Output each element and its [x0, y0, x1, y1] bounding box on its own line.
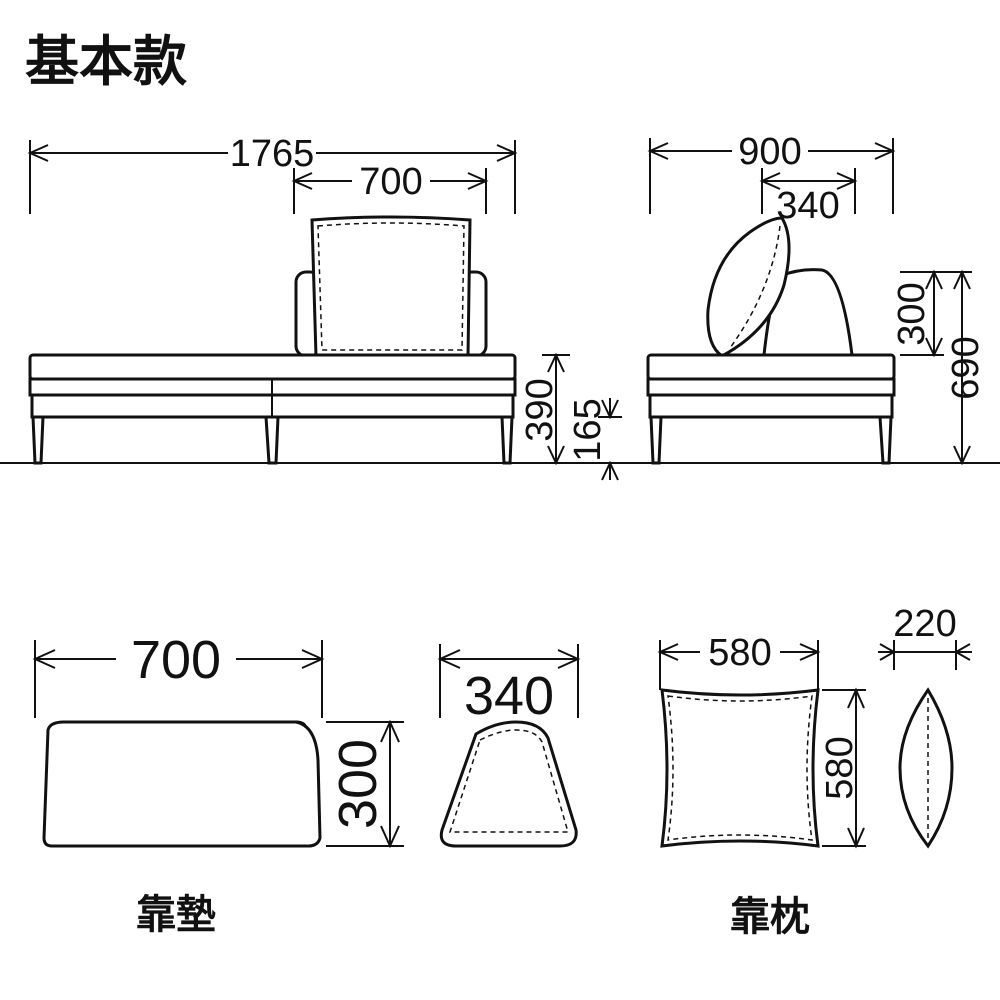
pillow-front-shape	[660, 688, 820, 848]
sofa-front-view	[28, 215, 517, 465]
cushion-detail: 700 300 340 靠墊	[32, 630, 581, 938]
pillow-detail: 580 580 220 靠枕	[657, 603, 972, 940]
cushion-profile-shape	[439, 720, 578, 848]
cushion-width-label: 700	[131, 630, 221, 690]
page-title: 基本款	[25, 30, 187, 93]
total-height-label: 690	[945, 336, 987, 399]
sofa-side-view	[646, 216, 896, 465]
cushion-front-shape	[42, 720, 320, 848]
total-depth-label: 900	[738, 131, 801, 173]
total-width-label: 1765	[230, 133, 315, 175]
leg	[31, 415, 45, 465]
cushion-caption: 靠墊	[136, 892, 216, 938]
side-frame-upper	[646, 377, 896, 397]
leg	[264, 415, 280, 465]
front-dimensions: 1765 700 390 165	[27, 133, 622, 481]
side-leg	[878, 415, 893, 465]
pillow-side-shape	[898, 687, 954, 849]
side-dimensions: 900 340 300 690	[647, 131, 987, 466]
side-pillow-profile	[706, 216, 791, 358]
seat-cushion	[28, 353, 517, 381]
side-frame-lower	[648, 393, 894, 419]
pillow-height-label: 580	[819, 736, 861, 799]
pillow-thickness-label: 220	[893, 603, 956, 645]
pillow-caption: 靠枕	[730, 894, 810, 940]
leg	[500, 415, 514, 465]
pillow-width-label: 580	[708, 632, 771, 674]
leg-height-label: 165	[567, 398, 609, 461]
side-seat	[646, 353, 896, 381]
cushion-height-label: 300	[891, 282, 933, 345]
seat-height-label: 390	[519, 378, 561, 441]
cushion-height-detail-label: 300	[328, 739, 388, 829]
side-leg	[649, 415, 663, 465]
back-pillow	[310, 215, 472, 358]
cushion-depth-label: 340	[776, 185, 839, 227]
cushion-depth-detail-label: 340	[464, 666, 554, 726]
back-width-label: 700	[359, 161, 422, 203]
